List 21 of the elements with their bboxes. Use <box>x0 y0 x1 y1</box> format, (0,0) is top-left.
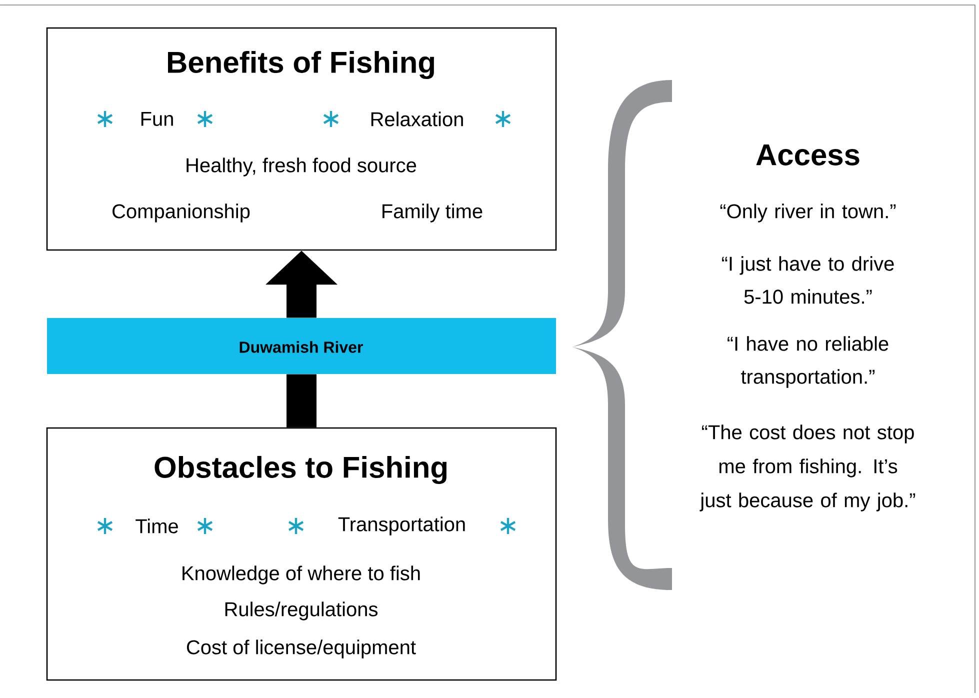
text-box <box>46 27 557 251</box>
list-item: Relaxation <box>371 112 463 126</box>
list-item: Cost of license/equipment <box>186 640 416 658</box>
quote: “I just have to drive 5-10 minutes.” <box>722 256 894 304</box>
list-item: Family time <box>382 204 482 222</box>
list-item: Knowledge of where to fish <box>182 566 420 584</box>
list-item: Transportation <box>338 516 465 536</box>
list-item: Companionship <box>112 204 250 222</box>
list-item: Fun <box>141 112 173 126</box>
list-item: Healthy, fresh food source <box>186 158 416 176</box>
quote: “Only river in town.” <box>720 204 896 222</box>
quote: “The cost does not stop me from fishing. It’s just because of my job.” <box>700 424 916 512</box>
list-item: Rules/regulations <box>225 602 378 620</box>
band-label: Duwamish River <box>240 341 363 353</box>
box-heading: Obstacles to Fishing <box>154 456 447 484</box>
quote: “I have no reliable transportation.” <box>728 336 888 388</box>
side-heading: Access <box>756 144 860 166</box>
river-band <box>47 318 556 374</box>
list-item: Time <box>136 518 178 534</box>
box-heading: Benefits of Fishing <box>168 50 434 80</box>
text-box <box>46 427 557 681</box>
